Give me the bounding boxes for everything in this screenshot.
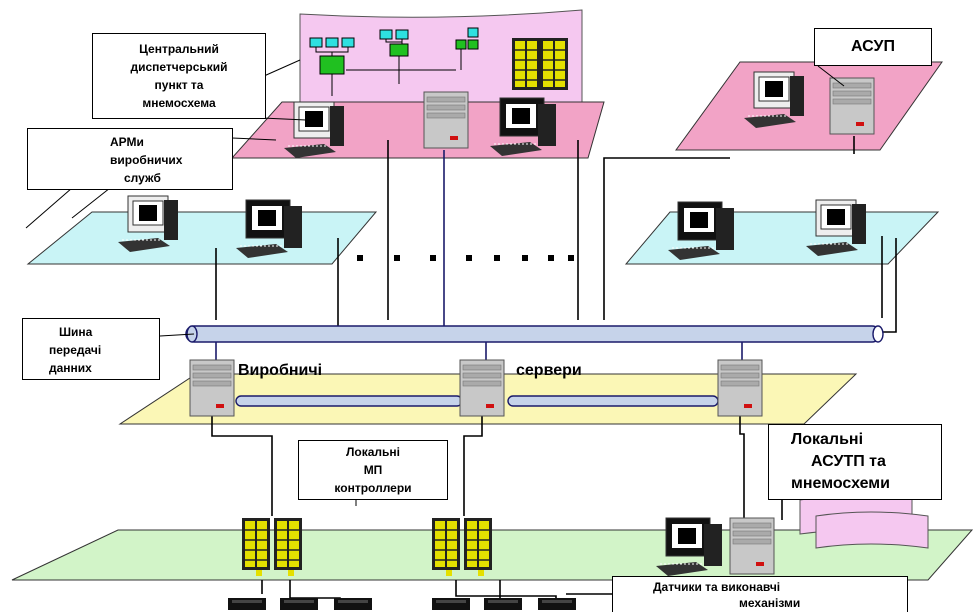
central-dispatch-line-4: мнемосхема: [142, 96, 216, 110]
ellipsis-dots: [357, 255, 574, 261]
arm-line-3: служб: [124, 171, 161, 185]
central-dispatch-line-3: пункт та: [154, 78, 204, 92]
blue-links: [215, 150, 743, 362]
bus-line-3: данних: [49, 361, 92, 375]
local-controllers-label: Локальні МП контроллери: [298, 440, 448, 500]
local-asutp-line-1: Локальні: [791, 431, 864, 448]
sensors-line-2: механізми: [739, 596, 801, 610]
arm-label: АРМи виробничих служб: [27, 128, 233, 190]
asup-platform: [675, 61, 943, 151]
callout-pointers: [25, 59, 857, 506]
local-asutp-line-3: мнемосхеми: [791, 475, 890, 492]
local-asutp-line-2: АСУТП та: [811, 453, 886, 470]
bus-label: Шина передачі данних: [22, 318, 160, 380]
arm-line-2: виробничих: [110, 153, 183, 167]
asup-text: АСУП: [851, 38, 895, 55]
local-controllers-line-2: МП: [363, 463, 383, 477]
bus-line-1: Шина: [59, 325, 93, 339]
server-bus-segments: [235, 395, 719, 407]
servers-label-left: Виробничі: [238, 362, 323, 379]
central-dispatch-label: Центральний диспетчерський пункт та мнем…: [92, 33, 266, 119]
servers-label-right: сервери: [516, 362, 582, 379]
sensors-line-1: Датчики та виконавчі: [653, 580, 781, 594]
local-controllers-line-3: контроллери: [334, 481, 412, 495]
bus-line-2: передачі: [49, 343, 102, 357]
arm-line-1: АРМи: [110, 135, 144, 149]
local-asutp-label: Локальні АСУТП та мнемосхеми: [768, 424, 942, 500]
central-dispatch-line-1: Центральний: [139, 42, 219, 56]
central-dispatch-line-2: диспетчерський: [130, 60, 228, 74]
arm-right-platform: [624, 211, 940, 265]
mnemo-scheme: [309, 27, 569, 96]
sensors-label: Датчики та виконавчі механізми: [612, 576, 908, 612]
data-bus: [185, 325, 884, 343]
local-controllers-line-1: Локальні: [345, 445, 400, 459]
arm-left-platform: [26, 211, 378, 265]
field-devices: [228, 493, 929, 610]
asup-label: АСУП: [814, 28, 932, 66]
